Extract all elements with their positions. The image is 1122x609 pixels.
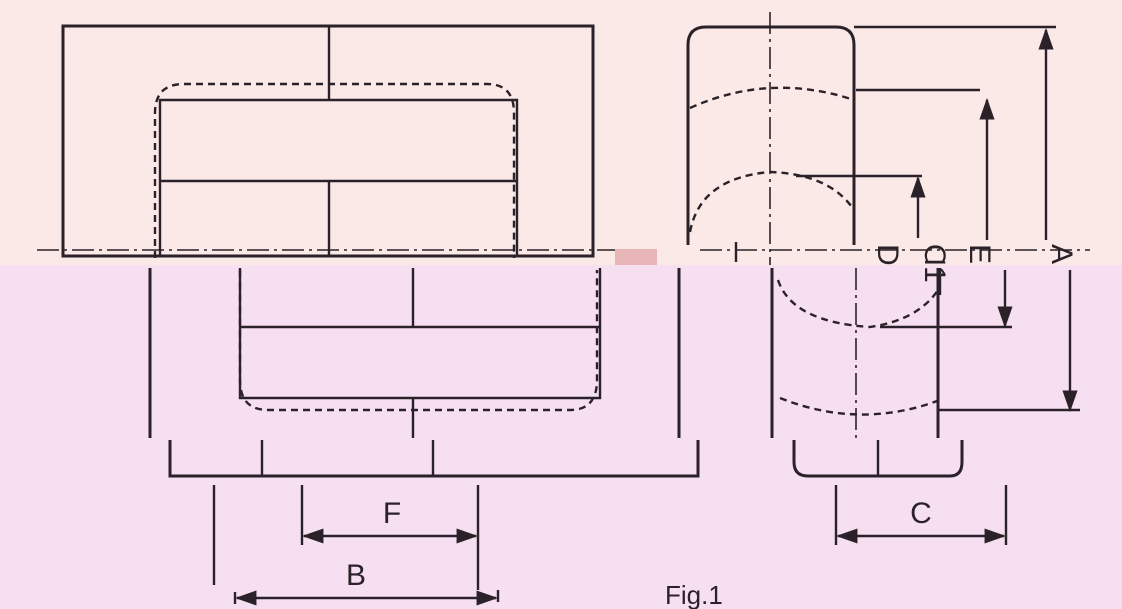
side-hidden-arc-lower [776, 279, 939, 329]
front-hidden-outline-upper [153, 82, 516, 258]
background-band-top [0, 0, 1122, 265]
side-hidden-arc-outer [689, 86, 855, 110]
label-E: E [963, 244, 996, 264]
dimension-lines-right [796, 25, 1080, 413]
dimension-lines-bottom [212, 485, 1008, 606]
front-hidden-outline-lower [238, 270, 599, 412]
side-hidden-arc-inner [688, 170, 855, 233]
side-outline-upper [686, 25, 856, 245]
front-inner-window-lower [238, 268, 602, 400]
front-view-upper [61, 24, 595, 258]
figure-caption: Fig.1 [665, 580, 723, 609]
label-D: D [871, 244, 904, 266]
artifact-block [615, 249, 657, 265]
label-B: B [346, 559, 366, 592]
front-inner-window-upper [158, 98, 519, 256]
label-F: F [383, 497, 401, 530]
side-hidden-arc-bottom [779, 396, 941, 416]
label-C: C [910, 497, 932, 530]
label-fragment: Ɑ1 [918, 244, 951, 283]
label-A: A [1045, 244, 1078, 264]
side-view-upper [686, 12, 856, 265]
side-view-lower [770, 268, 964, 478]
front-view-lower [148, 268, 700, 478]
background-band-middle [0, 265, 1122, 477]
